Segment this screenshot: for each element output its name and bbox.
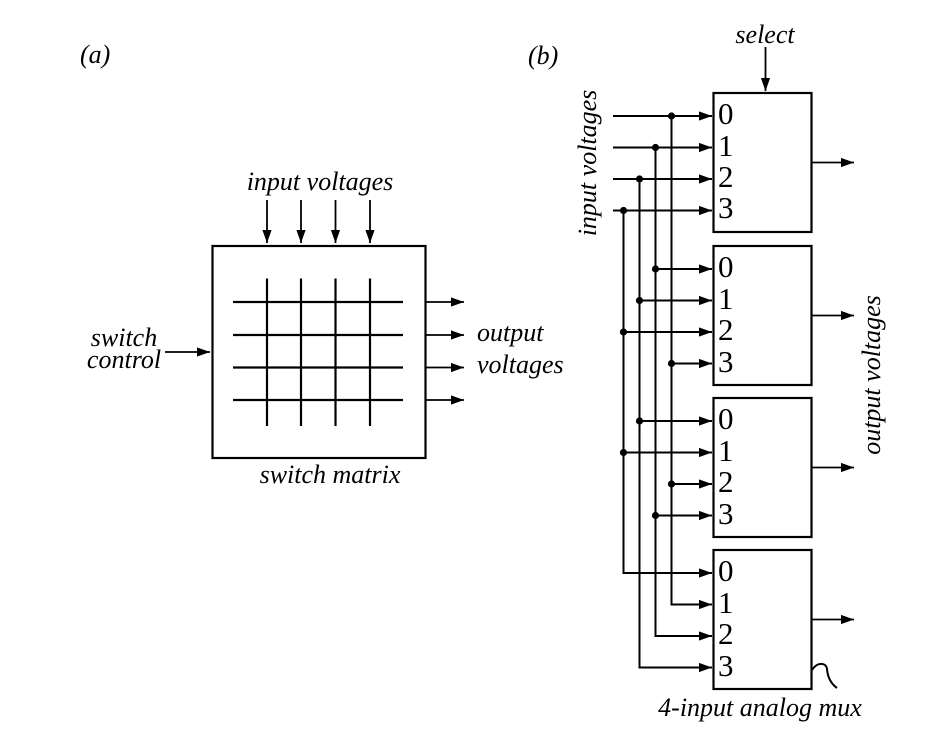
mux1-input-lines [613,111,712,216]
mux1-port-2: 2 [718,159,734,194]
mux3-port-1: 1 [718,432,734,468]
caption-squiggle [811,662,838,689]
switch-matrix-grid [233,278,403,426]
panel-b-tag: (b) [528,41,559,70]
mux2-port-3: 3 [718,343,734,379]
output-voltages-line1: output [477,318,544,347]
mux3-port-0: 0 [718,401,734,436]
mux4-port-1: 1 [718,584,734,620]
switch-control-line1: switch [90,323,158,352]
mux-output-arrows [811,157,854,625]
panel-a-linework [165,200,464,460]
mux2-port-0: 0 [718,249,734,284]
switch-matrix-box [211,244,427,460]
panel-b-output-voltages-label: output voltages [857,295,886,455]
mux3-port-2: 2 [718,464,734,499]
panel-a-input-voltages-label: input voltages [246,167,394,196]
mux1-port-0: 0 [718,96,734,131]
mux2-port-1: 1 [718,280,734,316]
mux1-port-1: 1 [718,127,734,163]
input-bus-lines [622,116,712,673]
bus-input-0 [670,116,712,610]
mux3-input-lines [623,416,712,521]
mux4-port-3: 3 [718,647,734,683]
switch-control-line2: control [86,345,162,374]
analog-mux-caption: 4-input analog mux [658,693,862,722]
panel-a-tag: (a) [80,40,111,69]
panel-a-input-arrows [262,200,375,243]
mux2-input-lines [623,264,712,369]
mux1-port-3: 3 [718,190,734,225]
bus-input-2 [638,179,712,673]
panel-a-output-arrows [425,297,464,405]
panel-b-linework [613,47,854,691]
junction-dots [619,112,676,520]
output-voltages-line2: voltages [477,350,564,379]
switch-matrix-caption: switch matrix [259,460,401,489]
bus-input-1 [654,147,712,641]
mux2-port-2: 2 [718,312,734,347]
mux4-port-0: 0 [718,553,734,588]
bus-input-3 [622,210,712,578]
panel-b-input-voltages-label: input voltages [573,89,602,237]
switch-control-label: switch control [86,323,162,374]
panel-a-output-voltages-label: output voltages [477,317,564,381]
select-label: select [735,20,795,49]
mux3-port-3: 3 [718,495,734,531]
mux4-port-2: 2 [718,616,734,651]
